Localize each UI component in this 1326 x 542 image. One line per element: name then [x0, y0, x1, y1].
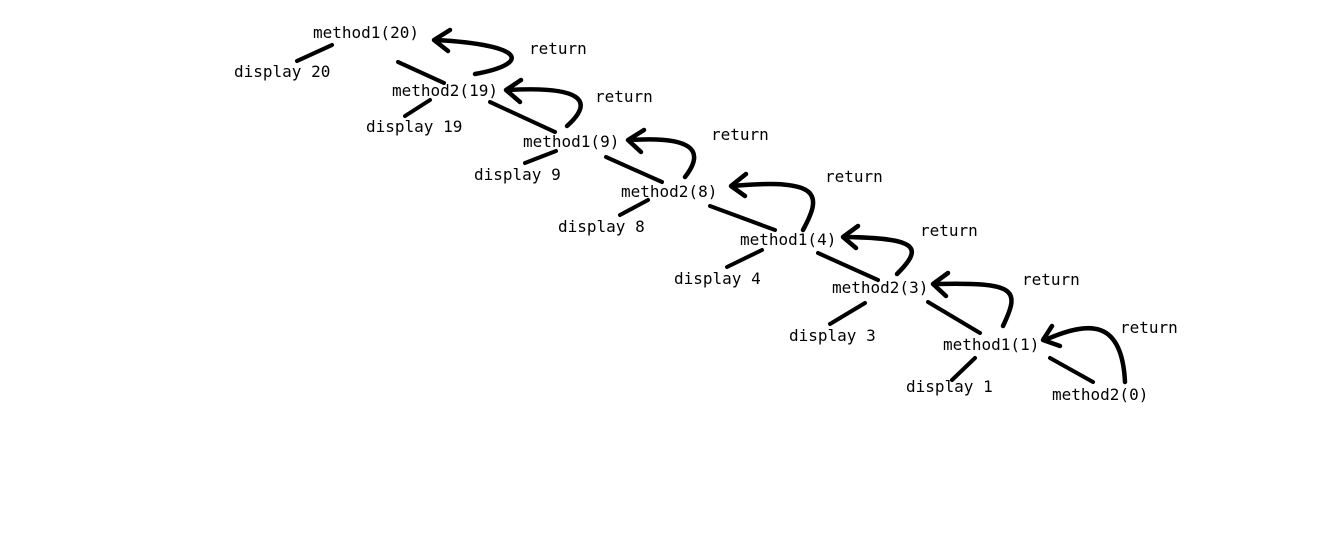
display-label-c4: display 8 [558, 217, 645, 236]
return-label-c6: return [1022, 270, 1080, 289]
display-label-c7: display 1 [906, 377, 993, 396]
display-label-c2: display 19 [366, 117, 462, 136]
return-label-c2: return [595, 87, 653, 106]
edge-c2-display [403, 98, 432, 118]
edge-c4-c5 [708, 204, 777, 232]
edge-c1-c2 [396, 60, 446, 85]
return-arrow-c6-c5 [840, 223, 914, 277]
edge-c5-display [725, 248, 764, 269]
return-arrows [431, 27, 1128, 385]
edge-c6-c7 [926, 300, 982, 335]
call-node-c7: method1(1) [943, 335, 1039, 354]
call-node-c6: method2(3) [832, 278, 928, 297]
return-arrow-c5-c4 [728, 171, 816, 233]
return-label-c4: return [825, 167, 883, 186]
return-arrow-c7-c6 [930, 270, 1014, 329]
call-edges [396, 60, 1095, 384]
call-nodes: method1(20) method2(19) method1(9) metho… [313, 23, 1148, 404]
call-node-c4: method2(8) [621, 182, 717, 201]
edge-c2-c3 [488, 100, 557, 134]
edge-c6-display [828, 301, 867, 326]
return-arrow-c4-c3 [625, 127, 697, 180]
call-node-c1: method1(20) [313, 23, 419, 42]
display-nodes: display 20 display 19 display 9 display … [234, 62, 993, 396]
display-edges [295, 43, 977, 382]
return-label-c5: return [920, 221, 978, 240]
return-labels: return return return return return retur… [529, 39, 1178, 337]
display-label-c5: display 4 [674, 269, 761, 288]
display-label-c1: display 20 [234, 62, 330, 81]
call-node-c3: method1(9) [523, 132, 619, 151]
return-arrow-c3-c2 [503, 77, 583, 129]
edge-c7-display [950, 356, 977, 382]
call-node-c2: method2(19) [392, 81, 498, 100]
edge-c3-c4 [604, 155, 664, 184]
edge-c5-c6 [816, 251, 880, 282]
return-label-c3: return [711, 125, 769, 144]
call-node-c8: method2(0) [1052, 385, 1148, 404]
edge-c3-display [523, 149, 558, 165]
return-arrow-c8-c7 [1040, 323, 1128, 385]
edge-c1-display [295, 43, 334, 63]
return-label-c7: return [1120, 318, 1178, 337]
display-label-c6: display 3 [789, 326, 876, 345]
return-label-c1: return [529, 39, 587, 58]
display-label-c3: display 9 [474, 165, 561, 184]
call-node-c5: method1(4) [740, 230, 836, 249]
edge-c4-display [618, 198, 650, 217]
edge-c7-c8 [1048, 356, 1095, 384]
return-arrow-c2-c1 [431, 27, 514, 77]
